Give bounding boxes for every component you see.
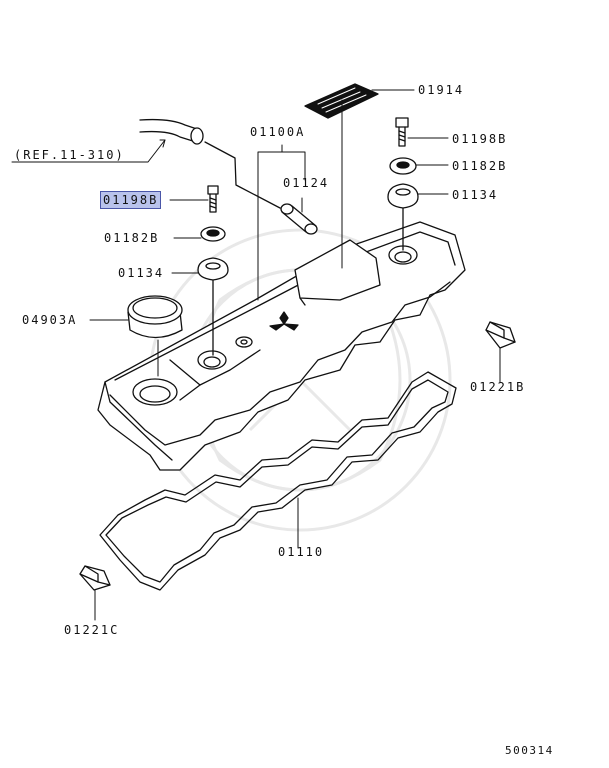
half-moon-seal-c — [79, 565, 111, 591]
ref-label: (REF.11-310) — [14, 148, 125, 162]
rocker-cover — [97, 221, 466, 471]
cover-gasket — [99, 371, 457, 591]
part-label-01134-left[interactable]: 01134 — [118, 266, 165, 280]
part-label-01124[interactable]: 01124 — [283, 176, 330, 190]
part-label-01221c[interactable]: 01221C — [64, 623, 120, 637]
part-label-01198b-left-highlighted[interactable]: 01198B — [99, 191, 162, 209]
part-label-01182b-right[interactable]: 01182B — [452, 159, 508, 173]
oil-cap — [127, 295, 183, 339]
half-moon-seal-b — [485, 321, 516, 349]
part-label-01198b-right[interactable]: 01198B — [452, 132, 508, 146]
part-label-01134-right[interactable]: 01134 — [452, 188, 499, 202]
part-label-01110[interactable]: 01110 — [278, 545, 325, 559]
part-label-01914[interactable]: 01914 — [418, 83, 465, 97]
part-label-01100a[interactable]: 01100A — [250, 125, 306, 139]
left-bolt-assy — [197, 185, 229, 356]
right-bolt-assy — [387, 117, 419, 251]
pcv-tube — [280, 203, 318, 235]
part-label-01182b-left[interactable]: 01182B — [104, 231, 160, 245]
figure-id: 500314 — [505, 744, 554, 757]
part-label-01221b[interactable]: 01221B — [470, 380, 526, 394]
leader-lines — [11, 89, 501, 621]
part-label-04903a[interactable]: 04903A — [22, 313, 78, 327]
